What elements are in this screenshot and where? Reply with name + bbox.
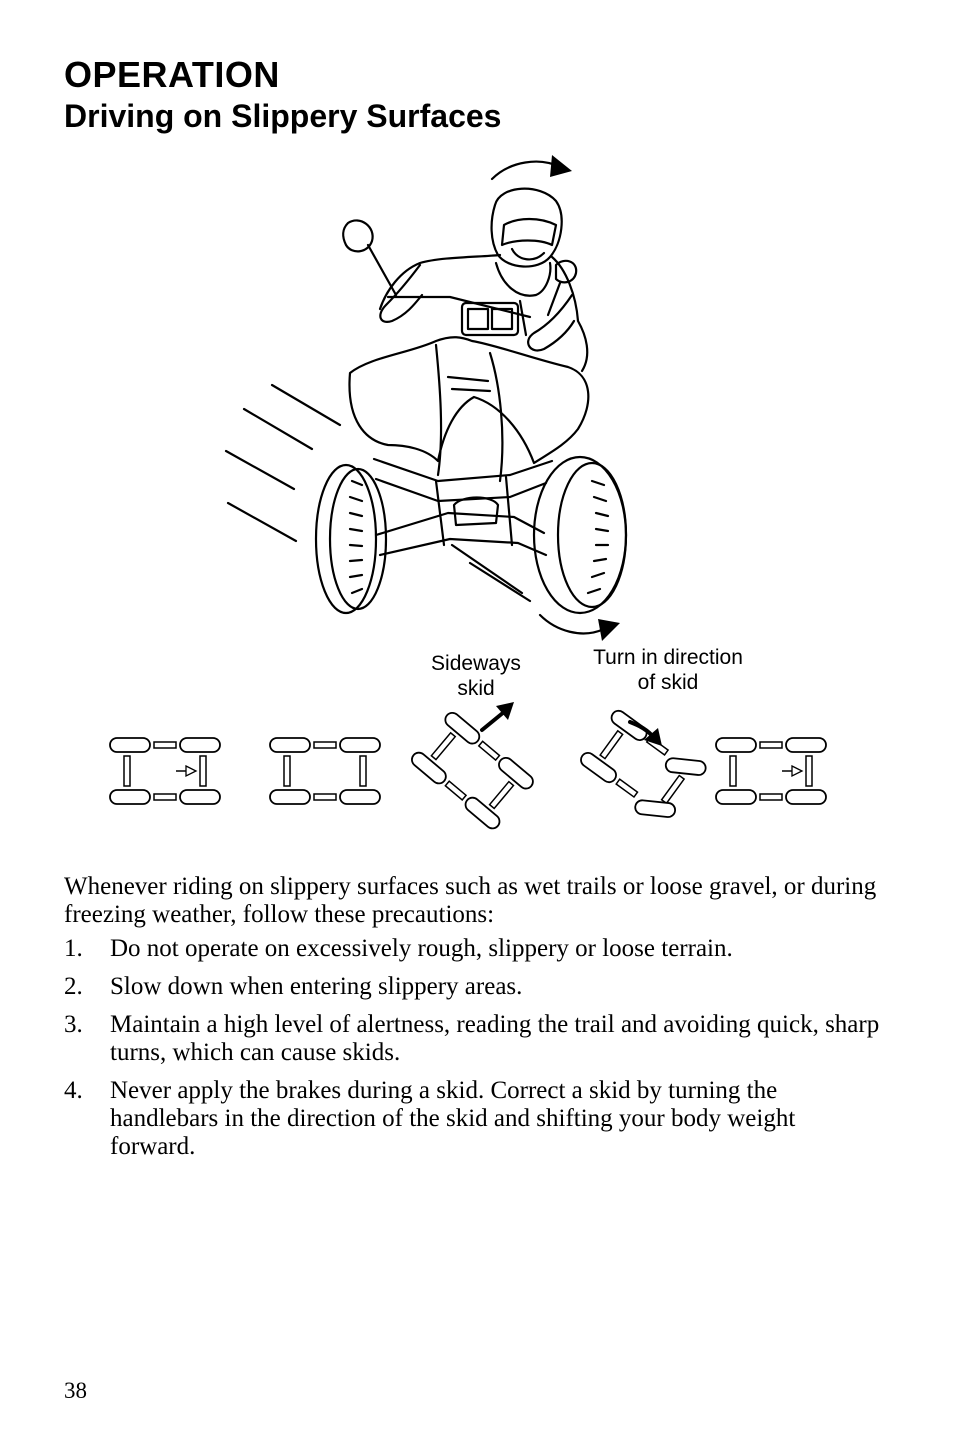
atv-rider-illustration [224,155,628,641]
atv-top-view-2 [269,737,381,805]
caption-turn-direction: Turn in direction of skid [593,646,743,694]
front-suspension-icon [372,457,554,483]
step-text: Slow down when entering slippery areas. [110,973,523,1000]
list-item: 3. Maintain a high level of alertness, r… [64,1011,884,1067]
skid-sequence-diagram [109,702,827,833]
atv-top-view-4-correcting [580,709,707,818]
turn-direction-arrow-icon [628,720,662,746]
motion-lines-icon [224,383,532,603]
rider-body-icon [378,253,502,311]
left-mirror-icon [342,219,374,253]
step-number: 3. [64,1011,83,1038]
page-heading: Driving on Slippery Surfaces [64,98,502,134]
atv-top-view-5 [715,737,827,805]
rotation-arrow-icon [490,160,562,181]
right-front-wheel-icon [532,455,628,615]
helmet-icon [490,187,563,268]
handlebar-icon [386,295,532,319]
atv-body-icon [348,336,590,465]
step-number: 4. [64,1077,83,1104]
page-number: 38 [64,1378,87,1403]
list-item: 2. Slow down when entering slippery area… [64,973,884,1001]
right-mirror-icon [554,259,578,284]
step-text: Do not operate on excessively rough, sli… [110,935,733,962]
rotation-arrow-bottom-icon [538,613,606,635]
atv-top-view-3-skidding [408,709,537,833]
atv-top-view-1 [109,737,221,805]
caption-sideways-skid: Sideways skid [431,652,521,700]
intro-paragraph: Whenever riding on slippery surfaces suc… [64,873,877,928]
list-item: 4. Never apply the brakes during a skid.… [64,1077,884,1161]
step-number: 2. [64,973,83,1000]
skid-direction-arrow-icon [480,702,514,732]
list-item: 1. Do not operate on excessively rough, … [64,935,884,963]
gauge-cluster-icon [460,301,520,337]
step-text: Never apply the brakes during a skid. Co… [110,1077,796,1160]
arrow-head-icon [550,155,572,177]
left-front-wheel-icon [314,463,378,615]
step-number: 1. [64,935,83,962]
step-text: Maintain a high level of alertness, read… [110,1011,880,1066]
section-title: OPERATION [64,54,280,95]
precautions-list: 1. Do not operate on excessively rough, … [64,935,884,1171]
